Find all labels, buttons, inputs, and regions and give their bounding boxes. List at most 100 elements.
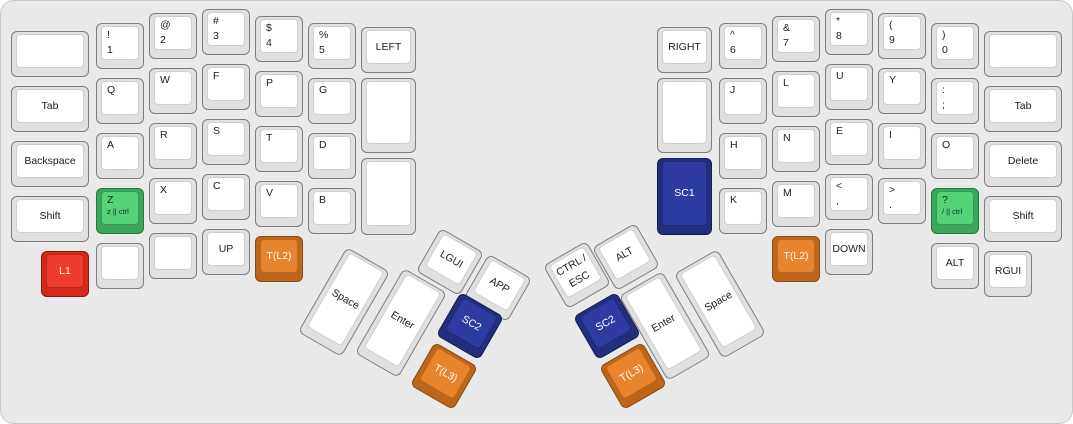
- key-l[interactable]: L: [772, 71, 820, 117]
- key-num1[interactable]: !1: [96, 23, 144, 69]
- key-label: D: [319, 139, 327, 151]
- key-label: T(L2): [783, 249, 809, 262]
- key-u[interactable]: U: [825, 64, 873, 110]
- key-y[interactable]: Y: [878, 68, 926, 114]
- key-l-blank-b2[interactable]: [149, 233, 197, 279]
- keycap-surface: [366, 81, 411, 144]
- key-n[interactable]: N: [772, 126, 820, 172]
- key-label: @: [160, 19, 171, 31]
- key-shift-left[interactable]: Shift: [11, 196, 89, 242]
- key-p[interactable]: P: [255, 71, 303, 117]
- keycap-surface: Y: [883, 71, 921, 105]
- key-r-inner-1[interactable]: [657, 78, 712, 153]
- key-t-l2-right[interactable]: T(L2): [772, 236, 820, 282]
- key-sc1[interactable]: SC1: [657, 158, 712, 235]
- key-label-secondary: 5: [319, 44, 325, 57]
- keycap-surface: <,: [830, 177, 868, 211]
- key-label: Space: [329, 286, 362, 313]
- key-label-secondary: .: [889, 199, 892, 212]
- key-delete[interactable]: Delete: [984, 141, 1062, 187]
- key-shift-right[interactable]: Shift: [984, 196, 1062, 242]
- keycap-surface: B: [313, 191, 351, 225]
- key-num4[interactable]: $4: [255, 16, 303, 62]
- key-label: T(L3): [617, 361, 646, 385]
- key-label: RIGHT: [668, 40, 701, 53]
- keycap-surface: (9: [883, 16, 921, 50]
- key-h[interactable]: H: [719, 133, 767, 179]
- key-label-secondary: 7: [783, 37, 789, 50]
- key-e[interactable]: E: [825, 119, 873, 165]
- key-c[interactable]: C: [202, 174, 250, 220]
- key-l-blank-top[interactable]: [11, 31, 89, 77]
- key-rgui[interactable]: RGUI: [984, 251, 1032, 297]
- key-label: L: [783, 77, 789, 89]
- key-j[interactable]: J: [719, 78, 767, 124]
- keycap-surface: LEFT: [366, 30, 411, 64]
- key-label: SC2: [593, 313, 618, 334]
- keycap-surface: P: [260, 74, 298, 108]
- keycap-surface: UP: [207, 232, 245, 266]
- key-label: ALT: [945, 256, 965, 269]
- key-r[interactable]: R: [149, 123, 197, 169]
- key-label: R: [160, 129, 168, 141]
- key-t-l2-left[interactable]: T(L2): [255, 236, 303, 282]
- key-alt-right[interactable]: ALT: [931, 243, 979, 289]
- key-tab-left[interactable]: Tab: [11, 86, 89, 132]
- keycap-surface: A: [101, 136, 139, 170]
- keycap-surface: C: [207, 177, 245, 211]
- key-right-arrow[interactable]: RIGHT: [657, 27, 712, 73]
- key-k[interactable]: K: [719, 188, 767, 234]
- key-num6[interactable]: ^6: [719, 23, 767, 69]
- key-left-arrow[interactable]: LEFT: [361, 27, 416, 73]
- key-num9[interactable]: (9: [878, 13, 926, 59]
- keycap-surface: @2: [154, 16, 192, 50]
- key-w[interactable]: W: [149, 68, 197, 114]
- key-num8[interactable]: *8: [825, 9, 873, 55]
- keycap-surface: E: [830, 122, 868, 156]
- keycap-surface: )0: [936, 26, 974, 60]
- key-a[interactable]: A: [96, 133, 144, 179]
- key-label: :: [942, 84, 945, 96]
- key-period[interactable]: >.: [878, 178, 926, 224]
- key-d[interactable]: D: [308, 133, 356, 179]
- key-label: Delete: [1007, 154, 1039, 167]
- key-num5[interactable]: %5: [308, 23, 356, 69]
- key-f[interactable]: F: [202, 64, 250, 110]
- key-num7[interactable]: &7: [772, 16, 820, 62]
- key-g[interactable]: G: [308, 78, 356, 124]
- key-t[interactable]: T: [255, 126, 303, 172]
- key-b[interactable]: B: [308, 188, 356, 234]
- key-v[interactable]: V: [255, 181, 303, 227]
- keycap-surface: [662, 81, 707, 144]
- key-o[interactable]: O: [931, 133, 979, 179]
- key-q[interactable]: Q: [96, 78, 144, 124]
- key-label: *: [836, 15, 841, 27]
- key-label-secondary: 2: [160, 34, 166, 47]
- key-i[interactable]: I: [878, 123, 926, 169]
- key-semicolon[interactable]: :;: [931, 78, 979, 124]
- key-l-inner-1[interactable]: [361, 78, 416, 153]
- key-r-blank-top[interactable]: [984, 31, 1062, 77]
- key-x[interactable]: X: [149, 178, 197, 224]
- key-label: LEFT: [375, 40, 402, 53]
- key-question-ctrl[interactable]: ?/ || ctrl: [931, 188, 979, 234]
- key-label: DOWN: [832, 242, 866, 255]
- key-s[interactable]: S: [202, 119, 250, 165]
- key-comma[interactable]: <,: [825, 174, 873, 220]
- key-l1[interactable]: L1: [41, 251, 89, 297]
- key-num2[interactable]: @2: [149, 13, 197, 59]
- key-tab-right[interactable]: Tab: [984, 86, 1062, 132]
- key-num3[interactable]: #3: [202, 9, 250, 55]
- key-label: #: [213, 15, 219, 27]
- key-l-inner-2[interactable]: [361, 158, 416, 235]
- keycap-surface: %5: [313, 26, 351, 60]
- key-l-blank-b1[interactable]: [96, 243, 144, 289]
- key-up[interactable]: UP: [202, 229, 250, 275]
- key-down[interactable]: DOWN: [825, 229, 873, 275]
- keycap-surface: T(L3): [418, 346, 473, 400]
- key-num0[interactable]: )0: [931, 23, 979, 69]
- keycap-surface: G: [313, 81, 351, 115]
- key-m[interactable]: M: [772, 181, 820, 227]
- key-backspace[interactable]: Backspace: [11, 141, 89, 187]
